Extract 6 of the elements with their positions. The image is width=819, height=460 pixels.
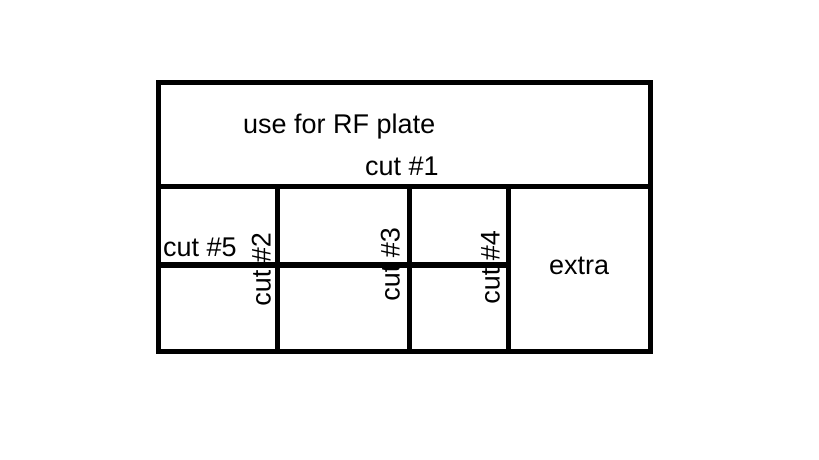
- section-label: extra: [549, 252, 610, 279]
- cut-label: cut #4: [478, 230, 504, 304]
- cut-label: cut #1: [365, 153, 439, 180]
- cut-label: cut #2: [248, 232, 276, 306]
- cut-label: cut #5: [163, 234, 237, 261]
- section-label: use for RF plate: [243, 111, 436, 138]
